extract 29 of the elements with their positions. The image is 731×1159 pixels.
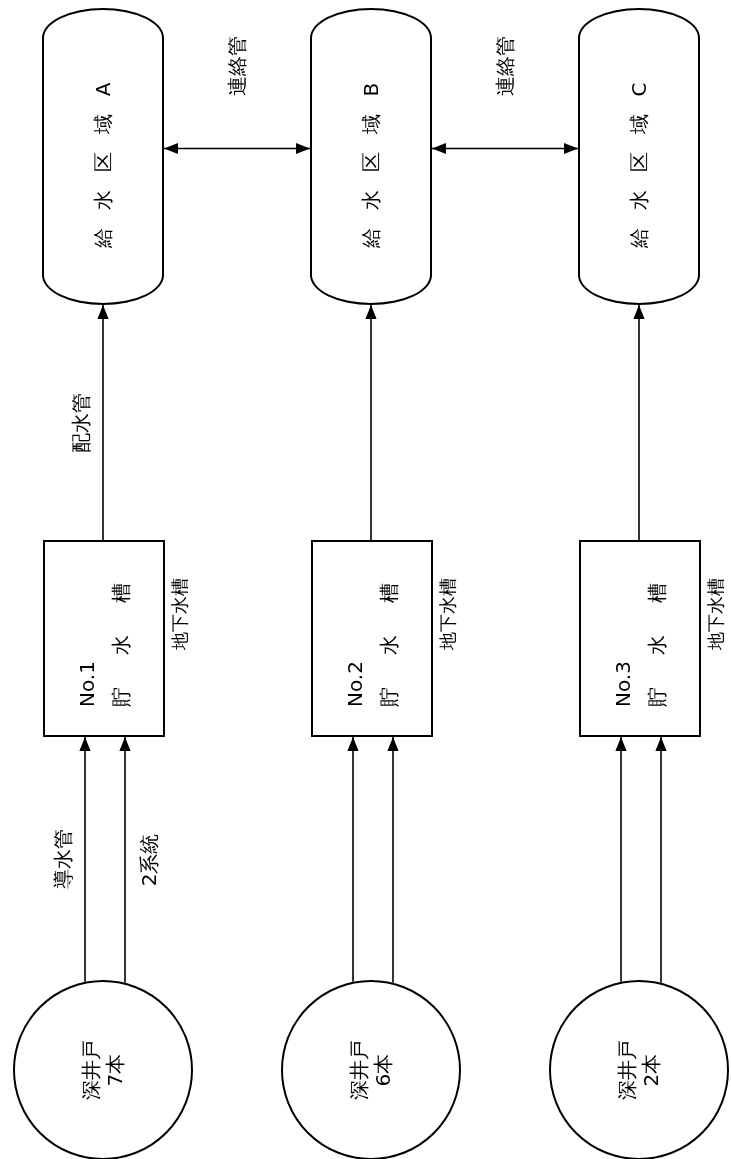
arrow: [633, 304, 645, 541]
double-arrow: [431, 142, 579, 155]
arrow: [387, 736, 399, 984]
node-text: 給水区域A: [91, 64, 115, 249]
tank-box: [43, 540, 165, 737]
arrow: [655, 736, 667, 984]
node-text: 貯水槽: [109, 551, 133, 707]
arrow: [119, 736, 131, 984]
node-text: 給水区域C: [627, 64, 651, 249]
arrow: [347, 736, 359, 983]
arrow: [79, 736, 91, 983]
node-text: No.3: [611, 661, 635, 707]
arrow: [365, 304, 377, 541]
node-text: 貯水槽: [645, 551, 669, 707]
node-text: 深井戸: [347, 1040, 371, 1100]
node-text: No.2: [343, 661, 367, 707]
node-text: 給水区域B: [359, 64, 383, 249]
arrow: [615, 736, 627, 983]
node-text: 6本: [371, 1053, 395, 1087]
node-text: 深井戸: [615, 1040, 639, 1100]
node-text: 深井戸: [79, 1040, 103, 1100]
tank-box: [579, 540, 701, 737]
node-text: 7本: [103, 1053, 127, 1087]
double-arrow: [163, 142, 311, 155]
node-text: 貯水槽: [377, 551, 401, 707]
node-text: No.1: [75, 661, 99, 707]
node-text: 2本: [639, 1053, 663, 1087]
arrow: [97, 304, 109, 541]
tank-box: [311, 540, 433, 737]
